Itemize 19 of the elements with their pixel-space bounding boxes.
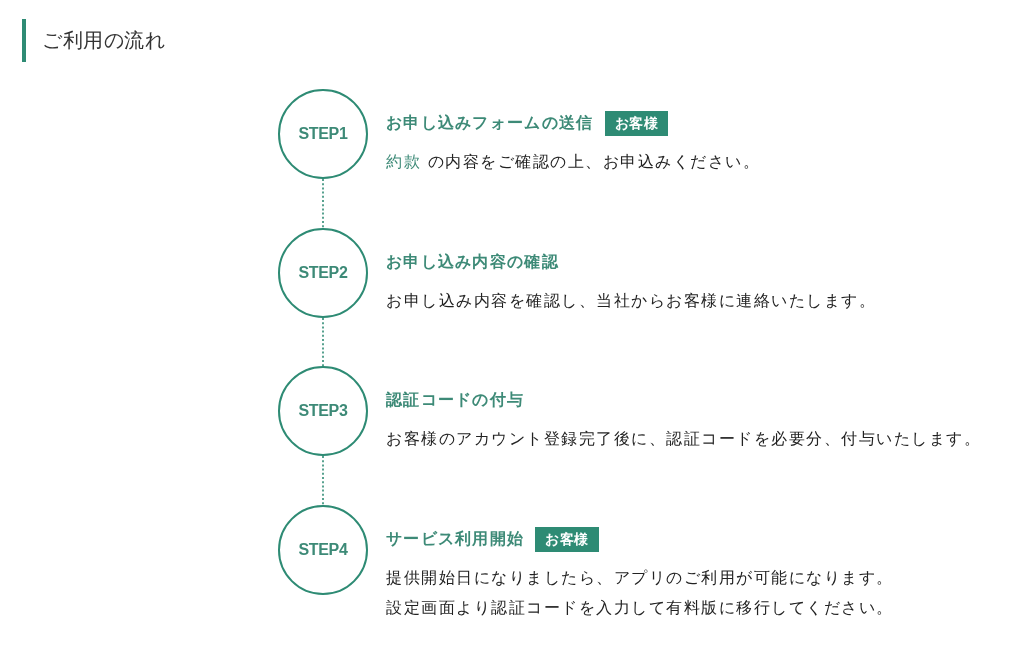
step-title: 認証コードの付与: [386, 390, 525, 410]
step-description: 提供開始日になりましたら、アプリのご利用が可能になります。設定画面より認証コードを入力して有料版に移行してください。: [386, 567, 895, 619]
step-description: お客様のアカウント登録完了後に、認証コードを必要分、付与いたします。: [386, 428, 981, 450]
step-title: お申し込みフォームの送信: [386, 113, 594, 133]
connector-line: [322, 455, 324, 506]
step-number: STEP2: [298, 264, 348, 282]
step-description: 約款 の内容をご確認の上、お申込みください。: [386, 151, 761, 173]
step-number: STEP1: [298, 125, 348, 143]
terms-link: 約款: [386, 152, 421, 171]
role-badge: お客様: [604, 110, 669, 136]
step-description: お申し込み内容を確認し、当社からお客様に連絡いたします。: [386, 290, 876, 312]
connector-line: [322, 317, 324, 367]
connector-line: [322, 178, 324, 229]
role-badge: お客様: [535, 526, 599, 552]
step-number: STEP3: [298, 402, 348, 420]
step-title: お申し込み内容の確認: [386, 252, 559, 272]
section-heading: ご利用の流れ: [42, 27, 165, 54]
step-number: STEP4: [298, 541, 348, 559]
step-title: サービス利用開始: [386, 529, 525, 549]
